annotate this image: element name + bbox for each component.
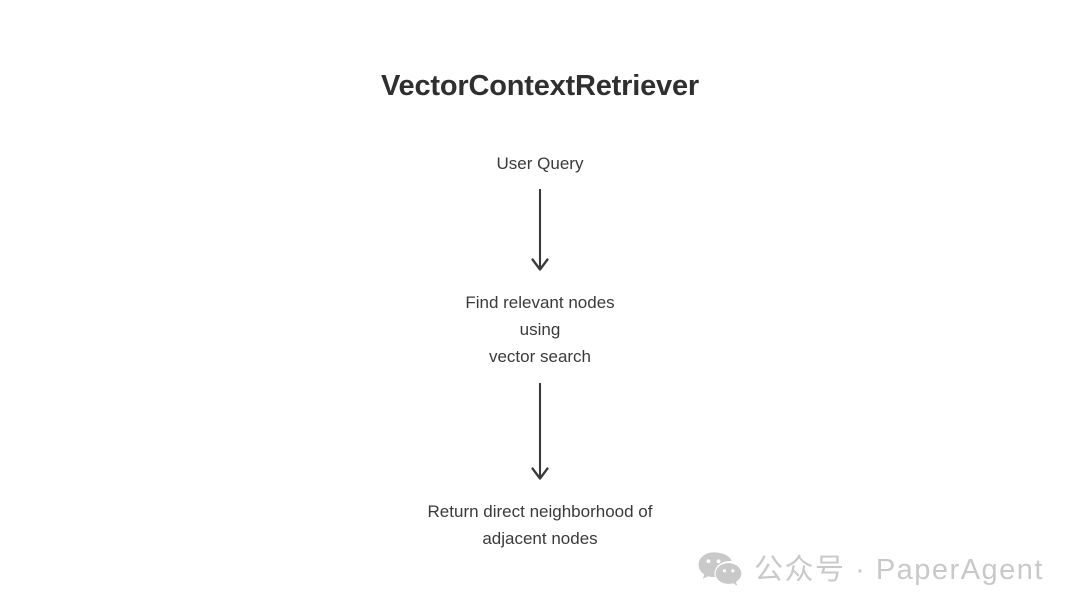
arrow-down-icon-2: [531, 383, 549, 480]
arrow-down-icon-1: [531, 189, 549, 271]
flowchart: User Query Find relevant nodes using vec…: [0, 150, 1080, 552]
watermark: 公众号 · PaperAgent: [698, 551, 1044, 589]
page-title: VectorContextRetriever: [381, 70, 699, 102]
flow-node-find-relevant-nodes: Find relevant nodes using vector search: [465, 293, 615, 366]
flow-node-return-neighborhood: Return direct neighborhood of adjacent n…: [427, 502, 653, 548]
flow-node-user-query: User Query: [496, 154, 584, 173]
watermark-text: 公众号 · PaperAgent: [754, 553, 1044, 586]
wechat-icon: [698, 552, 742, 586]
